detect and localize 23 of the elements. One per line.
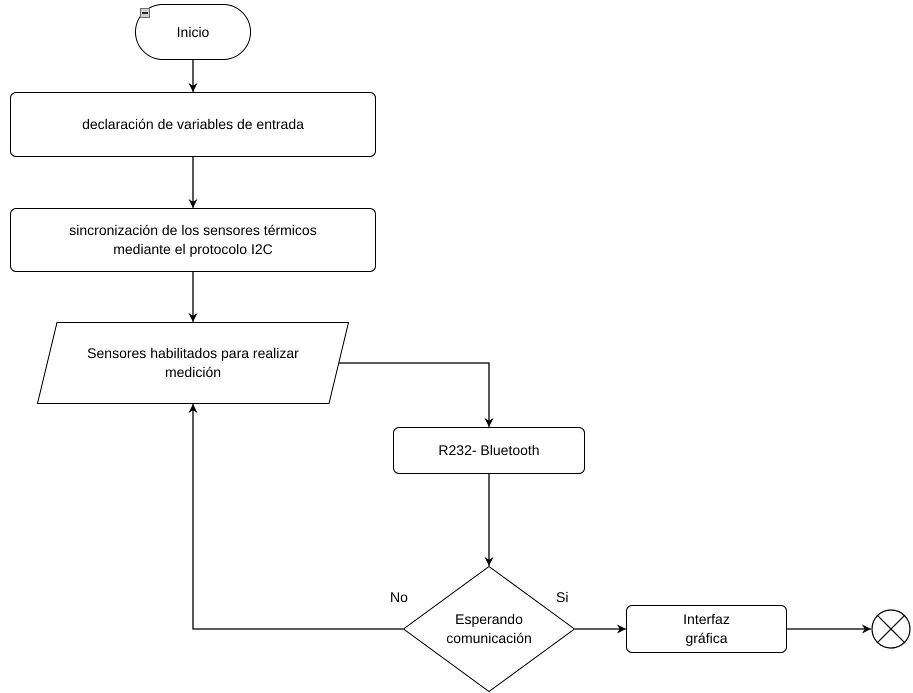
node-text: Sensores habilitados para realizar medición <box>86 344 300 382</box>
node-text: declaración de variables de entrada <box>81 115 305 134</box>
data-parallelogram <box>37 322 349 404</box>
node-text: Esperando comunicación <box>445 610 533 648</box>
process-box <box>393 427 585 474</box>
arrow <box>188 60 198 92</box>
node-text: Interfaz gráfica <box>682 610 731 648</box>
arrow <box>484 474 494 566</box>
node-text: sincronización de los sensores térmicos mediante el protocolo I2C <box>68 221 318 259</box>
node-text: Inicio <box>176 22 210 42</box>
end-circle <box>871 609 911 649</box>
arrow <box>188 272 198 322</box>
arrow <box>339 362 494 427</box>
arrow <box>787 624 871 634</box>
process-box <box>626 605 787 653</box>
arrow <box>188 404 403 630</box>
edge-label: Si <box>554 590 570 604</box>
arrow <box>575 624 626 634</box>
process-box <box>10 208 376 272</box>
node-text: R232- Bluetooth <box>437 441 541 460</box>
process-box <box>10 92 376 157</box>
edge-label: No <box>388 590 410 604</box>
arrow <box>188 157 198 208</box>
